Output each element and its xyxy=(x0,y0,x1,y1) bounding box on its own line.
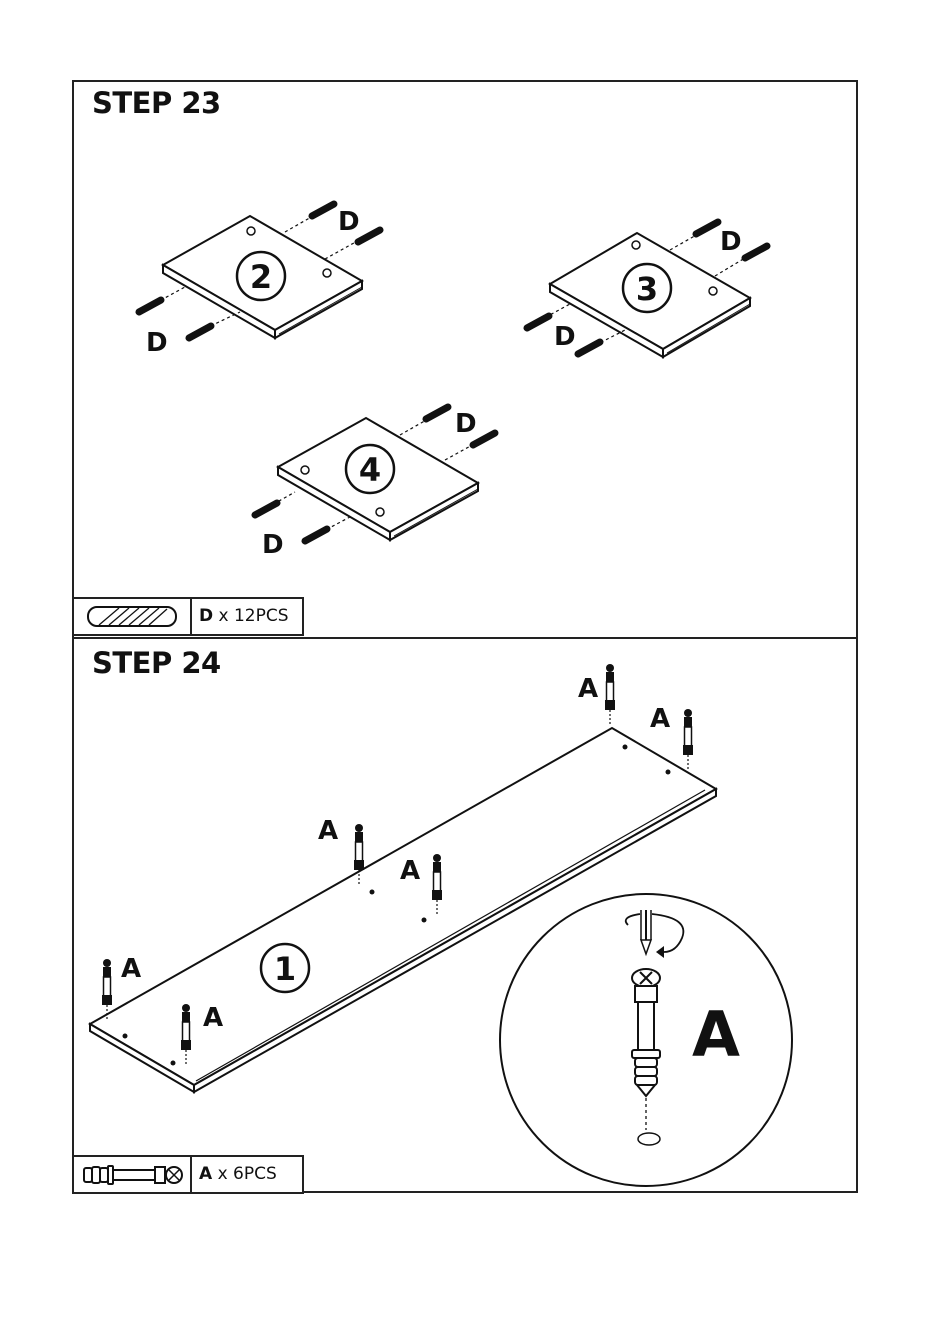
part-letter: D xyxy=(199,606,213,626)
wooden-dowel-icon xyxy=(74,599,192,634)
part-label-d: D xyxy=(146,328,168,358)
step-24-part-quantity: A x 6PCS xyxy=(199,1164,277,1184)
detail-part-label-a: A xyxy=(692,998,740,1071)
dowel-d-icon xyxy=(358,230,380,242)
dowel-d-icon xyxy=(578,342,600,354)
quantity-text: x 6PCS xyxy=(218,1164,277,1184)
cam-bolt-a-icon xyxy=(605,664,615,724)
dowel-d-icon xyxy=(426,407,448,419)
quantity-text: x 12PCS xyxy=(219,606,289,626)
part-label-a: A xyxy=(400,856,420,886)
dowel-d-icon xyxy=(745,246,767,258)
step-23-part-quantity: D x 12PCS xyxy=(199,606,289,626)
dowel-d-icon xyxy=(305,529,327,541)
step-24-parts-box: A x 6PCS xyxy=(72,1155,304,1194)
part-label-a: A xyxy=(121,954,141,984)
cam-bolt-a-icon xyxy=(683,709,693,769)
part-label-a: A xyxy=(203,1003,223,1033)
part-label-d: D xyxy=(720,227,742,257)
part-label-a: A xyxy=(578,674,598,704)
panel-4-label: 4 xyxy=(359,451,381,489)
cam-bolt-icon xyxy=(74,1157,192,1192)
dowel-d-icon xyxy=(696,222,718,234)
dowel-d-icon xyxy=(312,204,334,216)
dowel-d-icon xyxy=(255,503,277,515)
cam-bolt-detail: A xyxy=(500,894,792,1186)
dowel-d-icon xyxy=(139,300,161,312)
panel-3: 3 D D xyxy=(527,222,767,357)
part-label-a: A xyxy=(318,816,338,846)
step-23-diagram: 2 D D 3 xyxy=(0,0,933,637)
panel-4: 4 D D xyxy=(255,407,495,560)
panel-2: 2 D D xyxy=(139,204,380,358)
part-label-a: A xyxy=(650,704,670,734)
part-label-d: D xyxy=(554,322,576,352)
part-letter: A xyxy=(199,1164,212,1184)
step-23-parts-box: D x 12PCS xyxy=(72,597,304,636)
cam-bolt-a-icon xyxy=(102,959,112,1019)
panel-1-label: 1 xyxy=(274,950,296,988)
part-label-d: D xyxy=(338,207,360,237)
panel-3-label: 3 xyxy=(636,270,658,308)
panel-2-label: 2 xyxy=(250,258,272,296)
part-label-d: D xyxy=(262,530,284,560)
dowel-d-icon xyxy=(189,326,211,338)
dowel-d-icon xyxy=(527,316,549,328)
step-24-diagram: 1 A A A A A A xyxy=(0,639,933,1194)
part-label-d: D xyxy=(455,409,477,439)
